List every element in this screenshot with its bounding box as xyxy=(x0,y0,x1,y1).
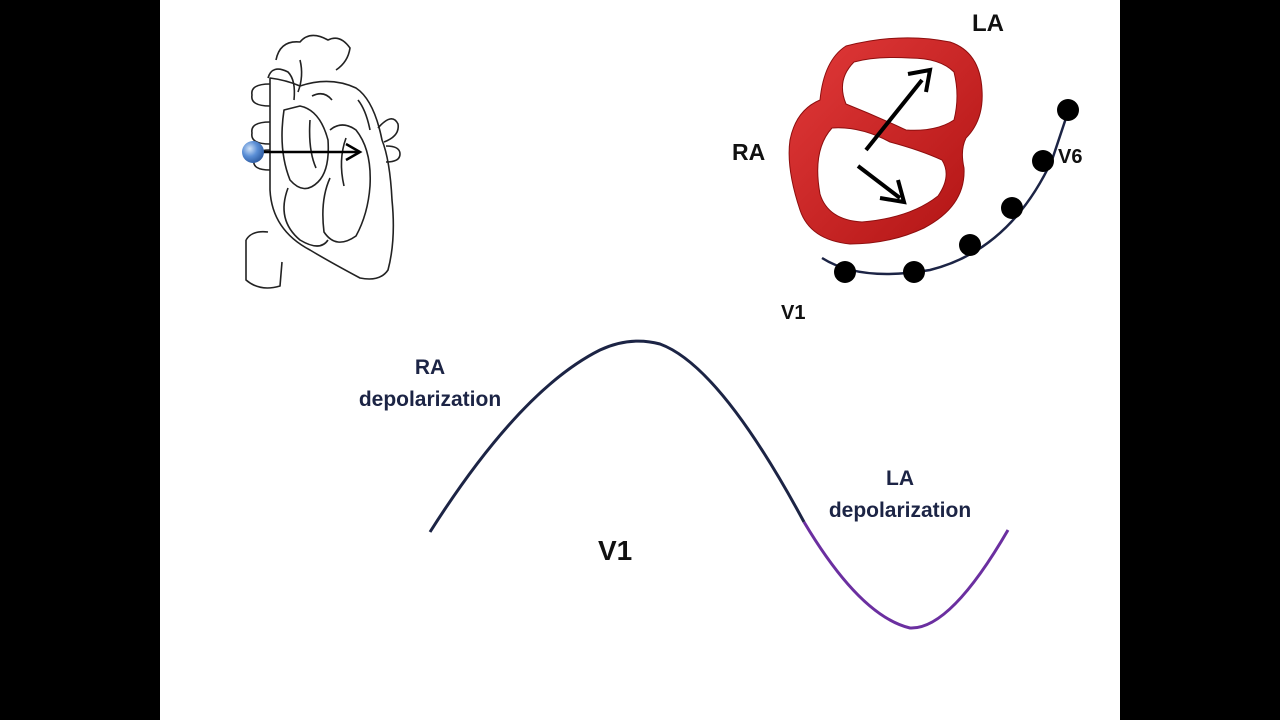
wave-negative xyxy=(802,521,1010,630)
heart-diagram-icon xyxy=(242,34,1079,630)
ra-dep-line2: depolarization xyxy=(358,388,502,411)
ra-label: RA xyxy=(732,139,766,165)
ra-depolarization-label: RA depolarization xyxy=(330,352,530,416)
la-dep-line1: LA xyxy=(886,467,914,490)
electrode-v2 xyxy=(903,261,925,283)
ra-dep-line1: RA xyxy=(414,356,446,379)
la-depolarization-label: LA depolarization xyxy=(800,463,1000,527)
electrode-v1 xyxy=(834,261,856,283)
wave-positive xyxy=(428,339,806,533)
electrode-v6 xyxy=(1057,99,1079,121)
electrode-v3 xyxy=(959,234,981,256)
electrode-v4 xyxy=(1001,197,1023,219)
sa-node-icon xyxy=(242,141,264,163)
v1-electrode-label: V1 xyxy=(781,302,806,324)
atria-icon xyxy=(788,37,983,245)
slide: LA RA V6 V1 RA depolarization LA depolar… xyxy=(160,0,1120,720)
v1-wave-title: V1 xyxy=(598,535,633,566)
la-label: LA xyxy=(972,10,1004,37)
v6-label: V6 xyxy=(1058,146,1083,168)
la-dep-line2: depolarization xyxy=(828,499,972,522)
electrode-v5 xyxy=(1032,150,1054,172)
